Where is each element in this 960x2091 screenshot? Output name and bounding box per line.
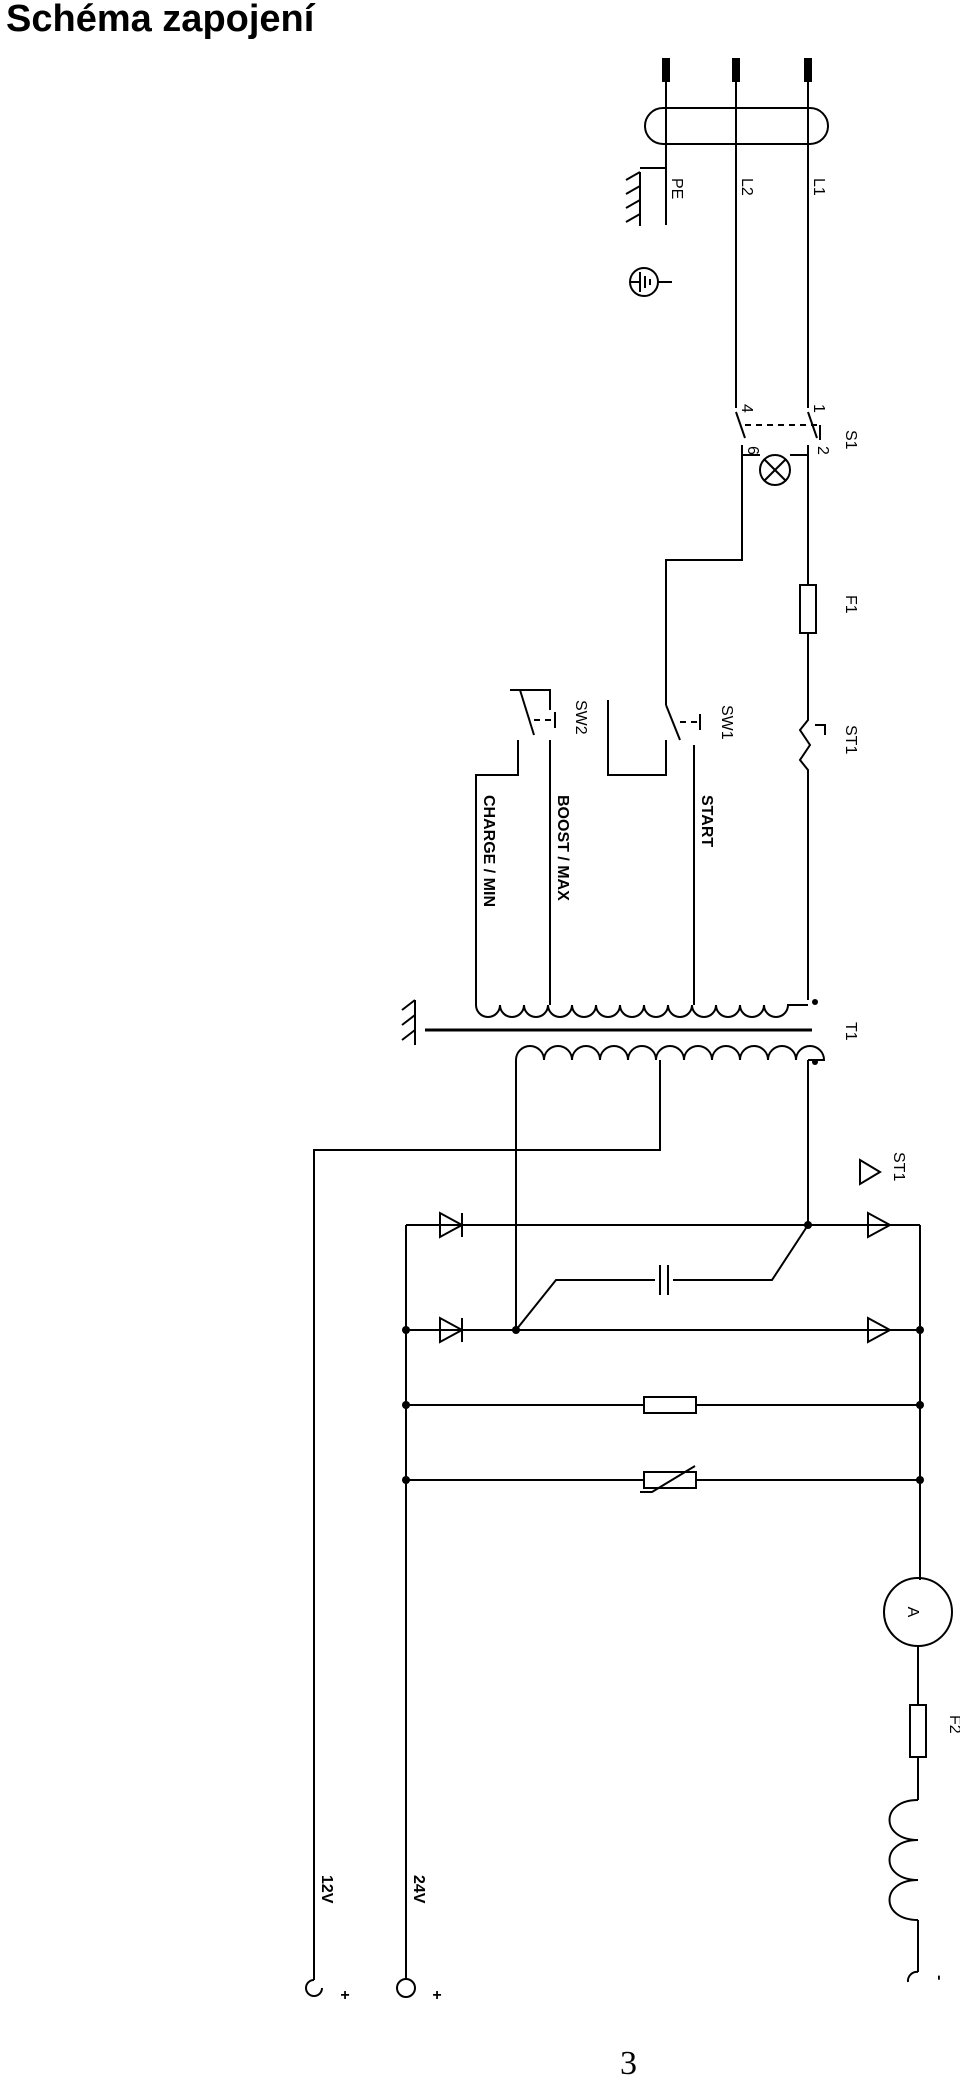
label-t1: T1 <box>842 1022 859 1041</box>
page-title: Schéma zapojení <box>6 0 315 40</box>
terminal-24v <box>396 1978 416 1998</box>
label-l1: L1 <box>810 178 827 196</box>
wire-s1-sw1 <box>665 485 743 705</box>
thermal-sensor-st1 <box>859 1158 882 1186</box>
transformer-secondary <box>313 1045 826 1980</box>
resistor <box>402 1396 924 1414</box>
thermal-switch-st1 <box>798 705 826 1000</box>
capacitor <box>515 1224 809 1331</box>
rectifier-bridge <box>402 1211 924 1980</box>
terminal-minus <box>906 1970 919 1983</box>
protective-earth-symbol <box>629 267 672 297</box>
label-st1-sensor: ST1 <box>890 1152 907 1181</box>
main-switch-s1 <box>735 400 821 560</box>
label-pe: PE <box>668 178 685 199</box>
switch-sw1 <box>665 704 701 1005</box>
label-start: START <box>698 795 715 847</box>
page-number: 3 <box>620 2045 637 2082</box>
label-minus: - <box>931 1975 948 1980</box>
terminal-12v <box>305 1979 323 1997</box>
power-cord <box>640 58 829 400</box>
label-pin-6: 6 <box>744 446 761 455</box>
transformer-primary <box>475 999 818 1018</box>
label-pin-4: 4 <box>738 404 755 413</box>
transformer-core <box>401 999 812 1045</box>
label-l2: L2 <box>738 178 755 196</box>
label-pin-2: 2 <box>814 446 831 455</box>
output-inductor <box>888 1799 919 1972</box>
chassis-ground-symbol <box>625 171 641 226</box>
switch-sw2 <box>475 689 667 1005</box>
label-12v: 12V <box>318 1875 335 1904</box>
varistor <box>402 1465 924 1493</box>
label-24v: 24V <box>410 1875 427 1904</box>
label-s1: S1 <box>842 430 859 450</box>
label-pin-1: 1 <box>810 404 827 413</box>
label-plus-12v: + <box>340 1987 349 2004</box>
label-charge-min: CHARGE / MIN <box>480 795 497 907</box>
indicator-lamp <box>759 454 791 486</box>
fuse-f2 <box>909 1646 927 1800</box>
label-sw1: SW1 <box>718 705 735 740</box>
label-plus-24v: + <box>432 1987 441 2004</box>
label-f1: F1 <box>842 595 859 614</box>
label-ammeter: A <box>904 1607 921 1618</box>
label-st1: ST1 <box>842 725 859 754</box>
label-f2: F2 <box>946 1715 960 1734</box>
label-sw2: SW2 <box>572 700 589 735</box>
label-boost-max: BOOST / MAX <box>554 795 571 901</box>
fuse-f1 <box>799 560 817 705</box>
